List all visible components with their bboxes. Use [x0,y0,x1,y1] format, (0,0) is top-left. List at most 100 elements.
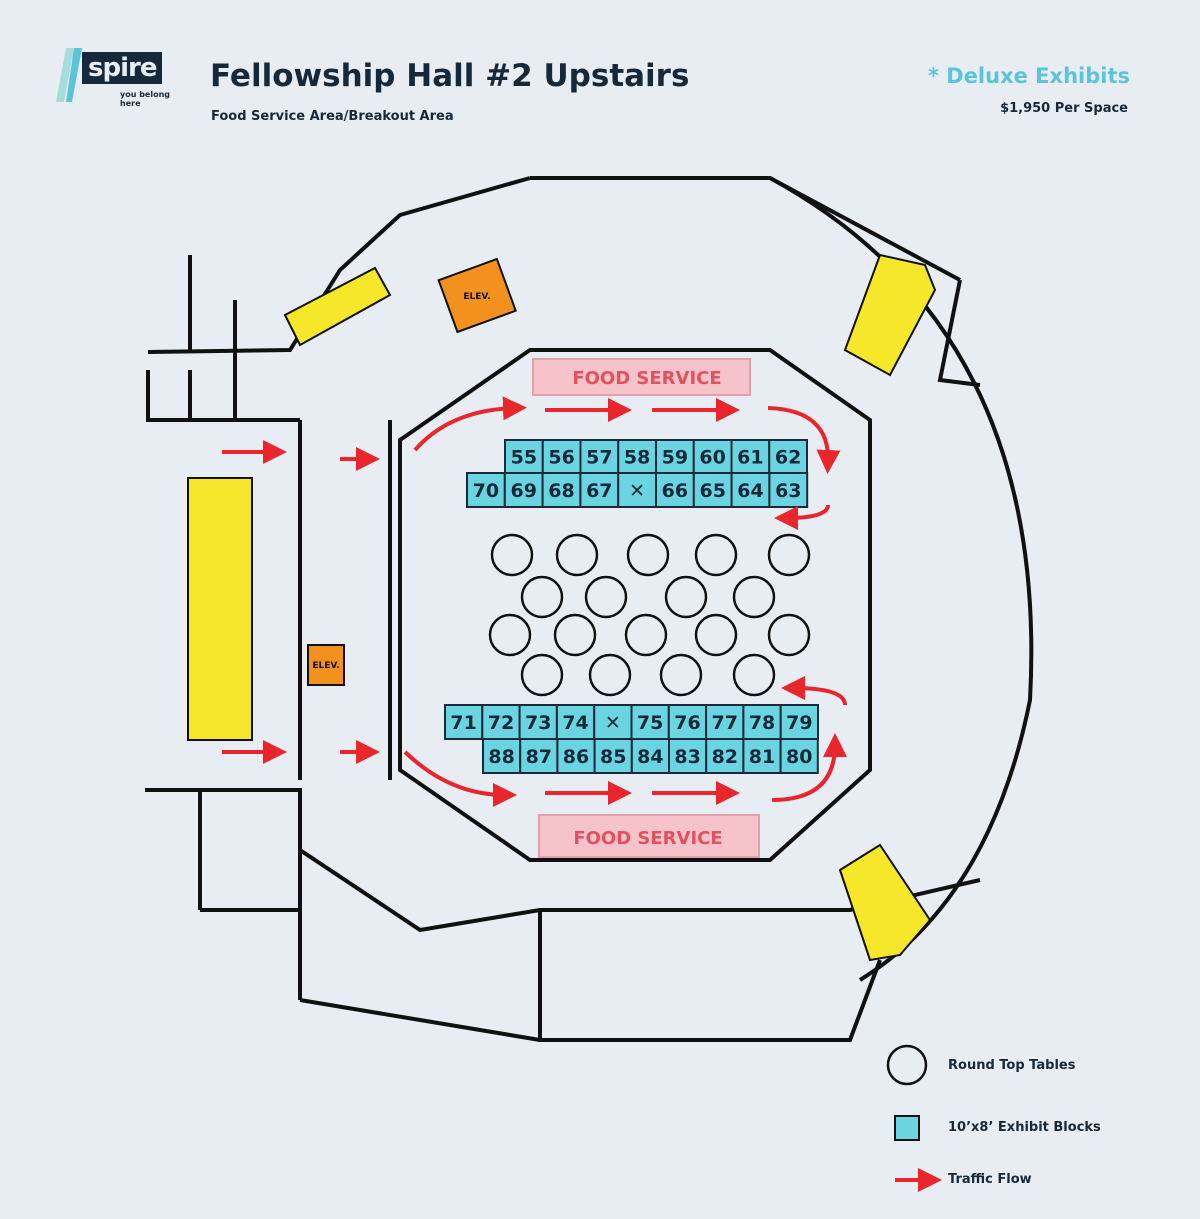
booth-number: 59 [662,447,688,469]
booth-number: 60 [699,447,725,469]
booth-82 [705,738,745,774]
legend-traffic-flow: Traffic Flow [948,1172,1032,1187]
booth-87 [519,738,559,774]
round-table [732,653,776,697]
round-tables [488,533,811,697]
booth-66 [655,472,695,508]
booth-77 [705,704,745,740]
booth-number: 80 [786,746,812,768]
round-table [588,653,632,697]
deluxe-exhibits-label: * Deluxe Exhibits [927,64,1130,88]
booth-number: 85 [600,746,626,768]
booth-number: 82 [712,746,738,768]
round-table [626,533,670,577]
stair-southeast [838,843,932,962]
booth-68 [541,472,582,508]
booth-number: 62 [775,447,801,469]
booth-number: 76 [674,712,700,734]
legend-table-icon [886,1044,928,1086]
round-table [520,575,564,619]
traffic-flow-arrows [222,396,942,1192]
booth-unavailable [617,472,658,508]
round-table [490,533,534,577]
booth-number: 55 [511,447,537,469]
booth-number: 67 [586,480,612,502]
booth-number: 66 [662,480,688,502]
round-table [520,653,564,697]
booth-75 [630,704,670,740]
round-table [584,575,628,619]
round-table [555,533,599,577]
booth-69 [503,472,544,508]
legend-round-tables: Round Top Tables [948,1058,1076,1073]
booth-79 [779,704,820,740]
booth-65 [692,472,733,508]
booth-number: 69 [510,480,536,502]
booth-84 [630,738,670,774]
booth-number: 58 [624,447,650,469]
logo-word: spire [82,52,163,84]
page-subtitle: Food Service Area/Breakout Area [211,109,454,124]
elevator-west [307,644,345,686]
stair-west [187,477,253,741]
food-service-north [532,358,751,396]
food-service-areas: FOOD SERVICE FOOD SERVICE [532,358,760,858]
booth-55 [504,439,544,474]
food-service-south [538,814,760,858]
booth-number: 84 [637,746,663,768]
elevator-north-label: ELEV. [463,292,490,302]
booth-58 [617,439,657,474]
flow-arrow [771,733,847,802]
booth-number: 87 [526,746,552,768]
booth-number: 68 [548,480,574,502]
booth-number: 75 [637,712,663,734]
round-table [694,533,738,577]
booth-number: 81 [749,746,775,768]
flow-arrow [767,406,841,474]
legend-booth-icon [894,1115,920,1141]
stair-northwest [283,266,392,347]
booth-64 [730,472,771,508]
round-table [553,613,597,657]
flow-arrow [413,396,527,452]
booth-63 [768,472,809,508]
spire-logo: spire you belong here [52,44,184,108]
price-label: $1,950 Per Space [1000,101,1128,116]
round-table [732,575,776,619]
booth-number: 70 [473,480,499,502]
booth-x-mark: ✕ [629,480,645,502]
round-table [659,653,703,697]
booth-number: 65 [699,480,725,502]
elevator-north [437,257,517,334]
booth-number: 63 [775,480,801,502]
logo-tagline: you belong here [120,90,171,108]
stairs [187,253,937,962]
booth-number: 73 [525,712,551,734]
booth-88 [482,738,522,774]
booth-x-mark: ✕ [605,712,621,734]
booth-number: 64 [737,480,763,502]
booth-80 [779,738,819,774]
round-table [694,613,738,657]
round-table [488,613,532,657]
booth-number: 74 [562,712,588,734]
elevator-west-label: ELEV. [312,661,339,671]
booth-number: 71 [450,712,476,734]
flow-arrow [403,750,517,807]
logo-mark [56,48,82,102]
flow-arrow [781,676,847,706]
booth-number: 88 [488,746,514,768]
flow-arrow [774,504,830,530]
booth-number: 57 [586,447,612,469]
booth-71 [444,704,484,740]
food-service-south-label: FOOD SERVICE [573,828,722,849]
round-table [664,575,708,619]
round-table [767,613,811,657]
booth-number: 83 [674,746,700,768]
booth-number: 78 [749,712,775,734]
legend-exhibit-blocks: 10’x8’ Exhibit Blocks [948,1120,1101,1135]
round-table [624,613,668,657]
